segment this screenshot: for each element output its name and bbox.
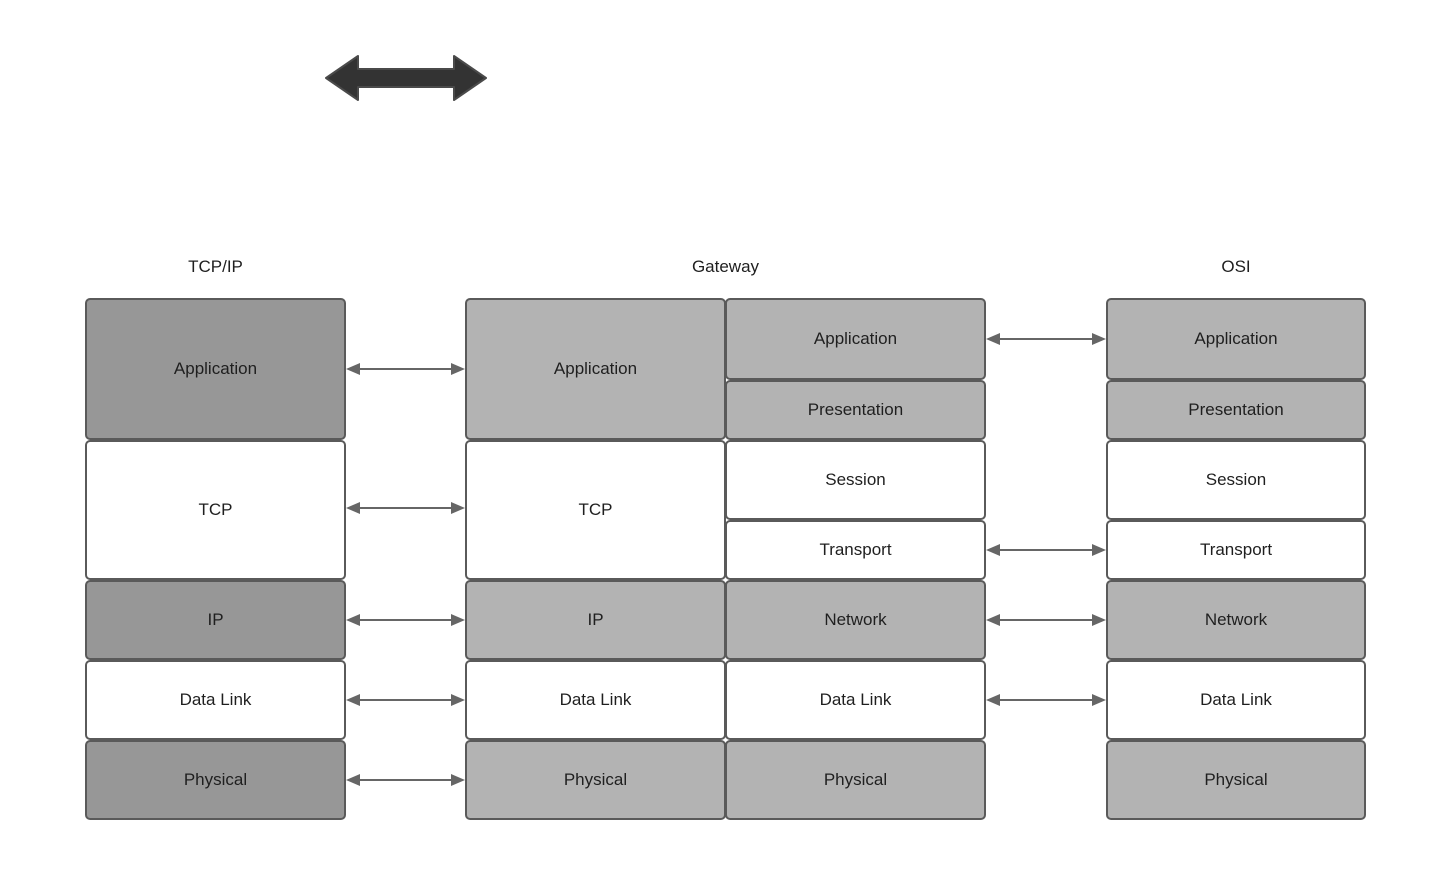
column-header-osi: OSI (1221, 257, 1251, 276)
tcpip-layer-tcp[interactable]: TCP (85, 440, 346, 580)
gateway-left-layer-ip[interactable]: IP (465, 580, 726, 660)
connector-gateway-osi-transport (986, 541, 1106, 559)
connector-gateway-osi-network (986, 611, 1106, 629)
connector-tcpip-gateway-physical (346, 771, 465, 789)
tcpip-layer-ip[interactable]: IP (85, 580, 346, 660)
gateway-right-layer-presentation[interactable]: Presentation (725, 380, 986, 440)
gateway-left-layer-physical[interactable]: Physical (465, 740, 726, 820)
column-header-gateway: Gateway (691, 257, 760, 276)
connector-tcpip-gateway-ip (346, 611, 465, 629)
gateway-right-layer-network[interactable]: Network (725, 580, 986, 660)
tcpip-layer-application[interactable]: Application (85, 298, 346, 440)
gateway-right-layer-transport[interactable]: Transport (725, 520, 986, 580)
connector-gateway-osi-data-link (986, 691, 1106, 709)
double-headed-arrow-icon (320, 48, 492, 108)
tcpip-layer-physical[interactable]: Physical (85, 740, 346, 820)
connector-tcpip-gateway-data-link (346, 691, 465, 709)
gateway-right-layer-session[interactable]: Session (725, 440, 986, 520)
gateway-right-layer-data-link[interactable]: Data Link (725, 660, 986, 740)
osi-layer-physical[interactable]: Physical (1106, 740, 1366, 820)
gateway-left-layer-application[interactable]: Application (465, 298, 726, 440)
osi-layer-data-link[interactable]: Data Link (1106, 660, 1366, 740)
osi-layer-session[interactable]: Session (1106, 440, 1366, 520)
connector-tcpip-gateway-application (346, 360, 465, 378)
osi-layer-presentation[interactable]: Presentation (1106, 380, 1366, 440)
tcpip-layer-data-link[interactable]: Data Link (85, 660, 346, 740)
osi-layer-transport[interactable]: Transport (1106, 520, 1366, 580)
column-header-tcpip: TCP/IP (188, 257, 243, 276)
gateway-right-layer-physical[interactable]: Physical (725, 740, 986, 820)
osi-layer-application[interactable]: Application (1106, 298, 1366, 380)
gateway-left-layer-data-link[interactable]: Data Link (465, 660, 726, 740)
osi-layer-network[interactable]: Network (1106, 580, 1366, 660)
gateway-left-layer-tcp[interactable]: TCP (465, 440, 726, 580)
gateway-right-layer-application[interactable]: Application (725, 298, 986, 380)
connector-tcpip-gateway-tcp (346, 499, 465, 517)
connector-gateway-osi-application (986, 330, 1106, 348)
